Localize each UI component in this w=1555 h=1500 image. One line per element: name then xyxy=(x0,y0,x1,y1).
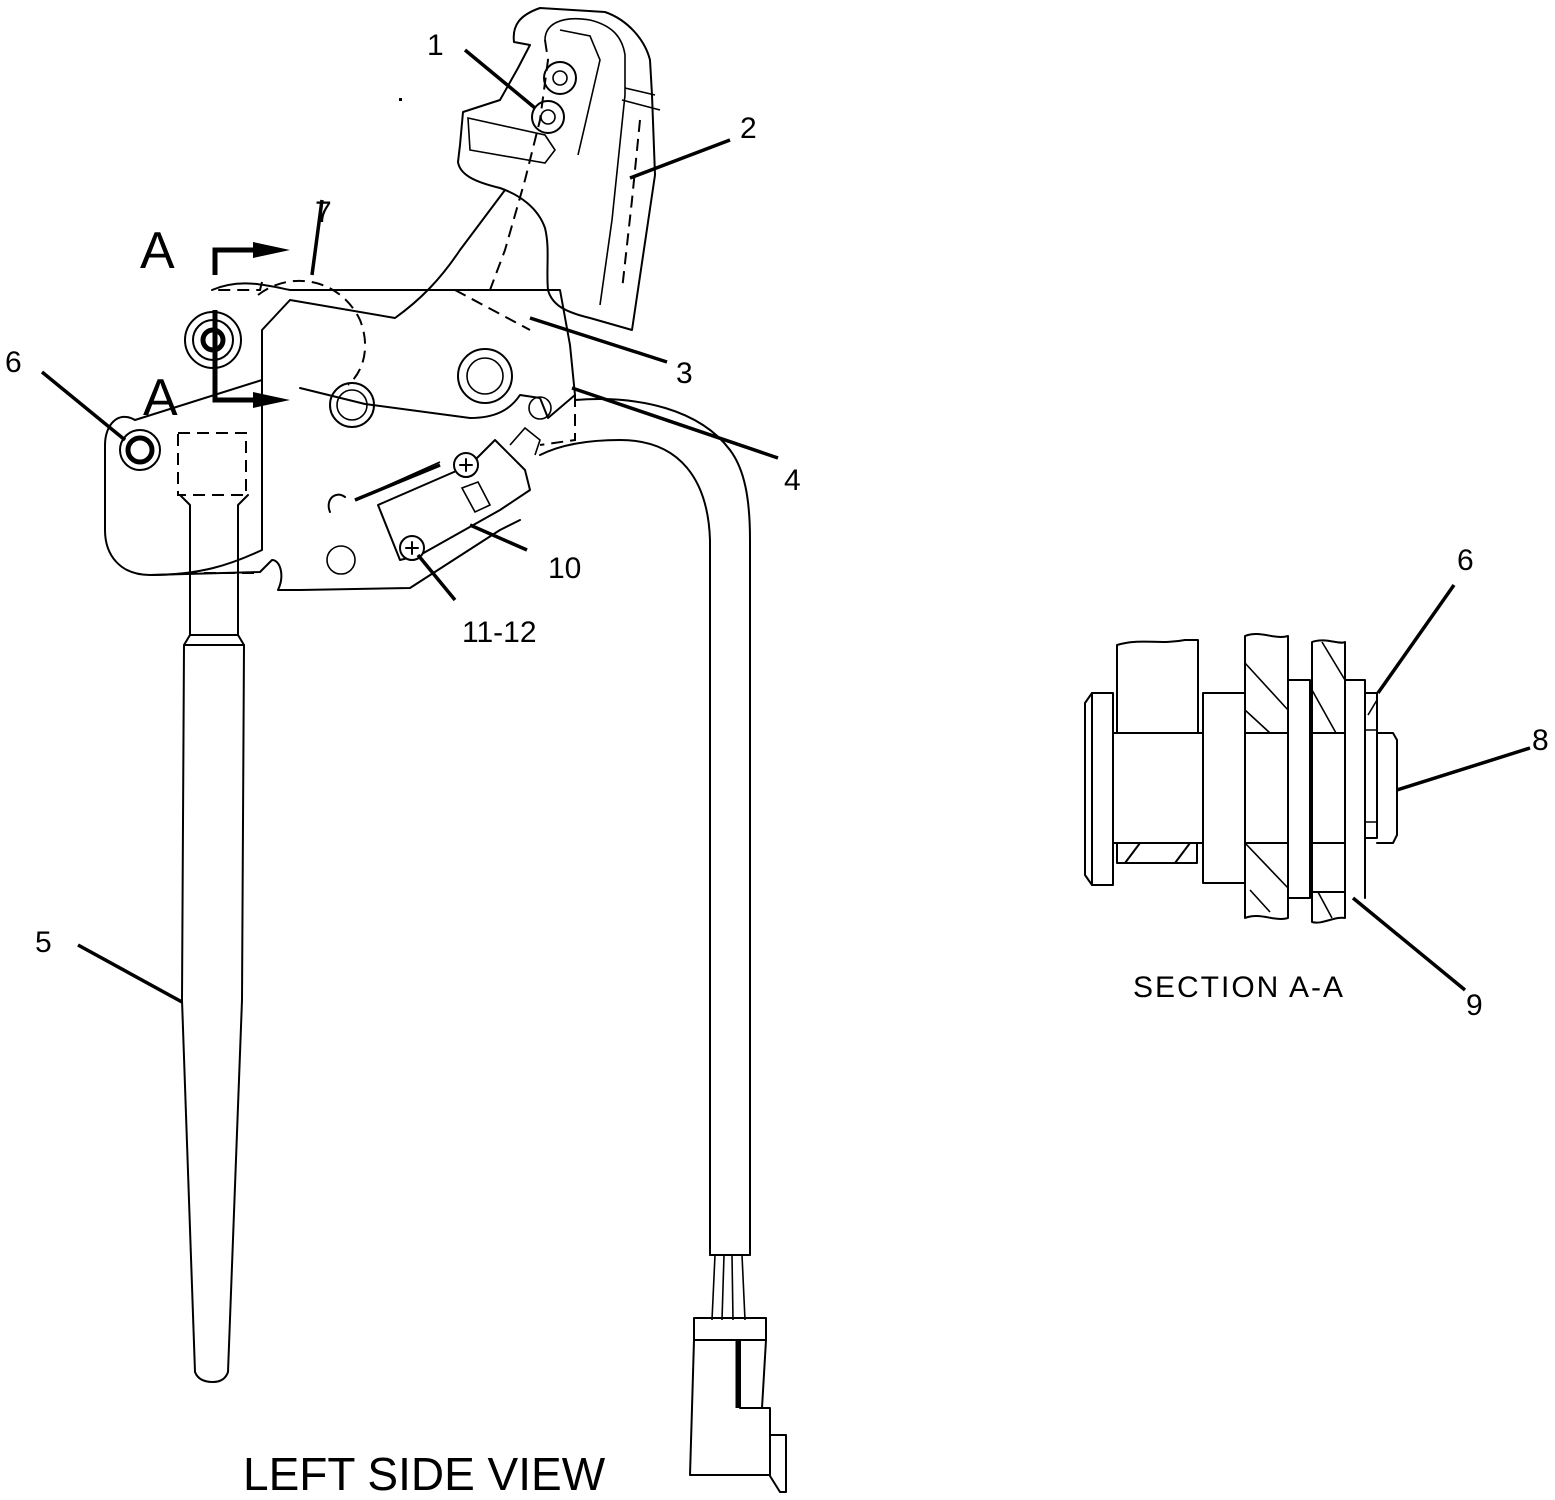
lever-rod xyxy=(179,494,255,1383)
callout-6: 6 xyxy=(5,346,22,379)
handle-grip xyxy=(457,7,661,331)
stray-dot xyxy=(399,98,402,101)
left-side-view: A A 1 2 3 4 5 6 7 10 11-12 LEFT SIDE VIE… xyxy=(5,7,801,1500)
section-callout-6: 6 xyxy=(1457,544,1474,577)
section-callout-9: 9 xyxy=(1466,989,1483,1022)
cable xyxy=(539,398,751,1321)
callout-3: 3 xyxy=(676,357,693,390)
view-title-section: SECTION A-A xyxy=(1133,971,1345,1004)
pivot-bolt xyxy=(119,429,247,496)
callout-5: 5 xyxy=(35,926,52,959)
bracket xyxy=(104,379,576,591)
callout-10: 10 xyxy=(548,552,581,585)
bolt-lower xyxy=(531,100,565,134)
connector xyxy=(689,1317,787,1493)
callout-4: 4 xyxy=(784,464,801,497)
section-callout-8: 8 xyxy=(1532,724,1549,757)
leader-lines xyxy=(40,48,779,1004)
section-marker: A A xyxy=(140,222,290,427)
spring xyxy=(257,280,367,386)
callout-7: 7 xyxy=(315,196,332,229)
micro-switch xyxy=(327,426,541,561)
section-a-a-view: 6 8 9 SECTION A-A xyxy=(1084,544,1549,1022)
lever-plate xyxy=(211,189,576,419)
bolt-upper xyxy=(543,61,577,95)
callout-11-12: 11-12 xyxy=(462,616,537,649)
view-title-left-side: LEFT SIDE VIEW xyxy=(243,1448,606,1500)
arrow-right-icon xyxy=(253,392,290,408)
section-letter-top: A xyxy=(140,222,175,280)
callout-1: 1 xyxy=(427,29,444,62)
callout-2: 2 xyxy=(740,112,757,145)
arrow-right-icon xyxy=(253,242,290,258)
section-letter-bottom: A xyxy=(143,369,178,427)
